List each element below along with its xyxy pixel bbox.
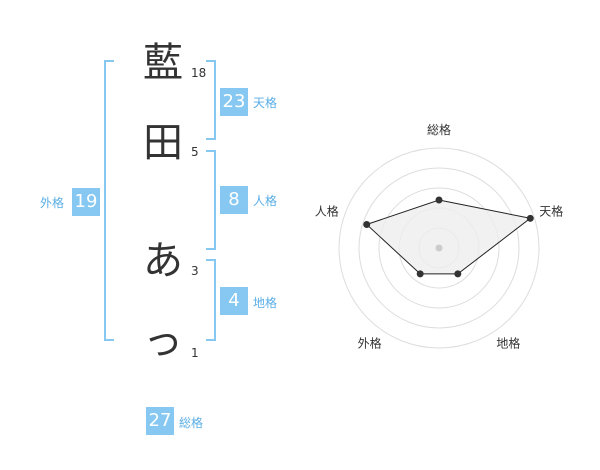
radar-ring xyxy=(338,147,540,349)
radar-point xyxy=(454,270,462,278)
radar-center-dot xyxy=(435,244,443,252)
tenkaku-label: 天格 xyxy=(253,96,278,110)
gaikaku-label: 外格 xyxy=(40,196,65,210)
gaikaku-value: 19 xyxy=(72,188,100,216)
radar-polygon xyxy=(365,199,532,275)
radar-point xyxy=(416,270,424,278)
radar-ring xyxy=(378,187,500,309)
radar-axis-label: 天格 xyxy=(539,204,563,219)
name-char-4: っ xyxy=(143,318,183,364)
stroke-count-1: 18 xyxy=(191,66,207,80)
radar-axis-label: 地格 xyxy=(496,336,520,351)
stroke-count-3: 3 xyxy=(191,264,199,278)
radar-axis-label: 総格 xyxy=(427,122,451,137)
radar-axis-label: 人格 xyxy=(315,204,339,219)
chikaku-value: 4 xyxy=(220,287,248,315)
jinkaku-label: 人格 xyxy=(253,194,278,208)
stroke-count-2: 5 xyxy=(191,145,199,159)
radar-point xyxy=(363,221,371,229)
name-char-3: あ xyxy=(143,238,183,284)
jinkaku-bracket xyxy=(206,150,216,250)
radar-ring xyxy=(358,167,520,329)
soukaku-label: 総格 xyxy=(179,416,204,430)
name-char-2: 田 xyxy=(143,120,183,166)
gaikaku-bracket xyxy=(104,60,114,341)
jinkaku-value: 8 xyxy=(220,186,248,214)
soukaku-value: 27 xyxy=(146,407,174,435)
stroke-count-4: 1 xyxy=(191,346,199,360)
chikaku-bracket xyxy=(206,259,216,341)
name-char-1: 藍 xyxy=(143,40,183,86)
radar-axis-label: 外格 xyxy=(358,336,382,351)
radar-point xyxy=(526,214,534,222)
radar-point xyxy=(435,196,443,204)
chikaku-label: 地格 xyxy=(253,296,278,310)
tenkaku-bracket xyxy=(206,60,216,140)
tenkaku-value: 23 xyxy=(220,88,248,116)
